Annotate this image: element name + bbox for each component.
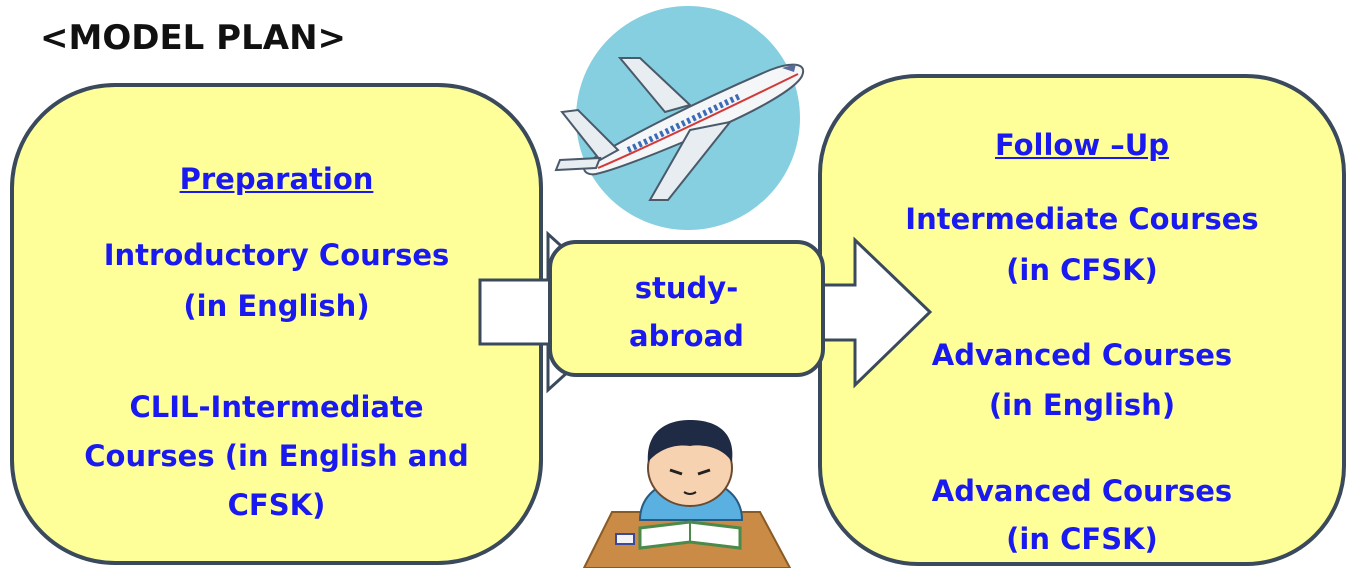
right-item1-line1: Intermediate Courses bbox=[905, 202, 1259, 236]
page-title: <MODEL PLAN> bbox=[40, 18, 347, 58]
preparation-heading: Preparation bbox=[179, 162, 374, 196]
right-item2-line2: (in English) bbox=[988, 388, 1176, 422]
middle-line1: study- bbox=[634, 271, 739, 305]
study-abroad-box bbox=[548, 240, 825, 377]
middle-line2: abroad bbox=[629, 319, 744, 353]
left-item1-line2: (in English) bbox=[183, 289, 370, 323]
right-item3-line2: (in CFSK) bbox=[1006, 522, 1158, 556]
left-item1-line1: Introductory Courses bbox=[103, 238, 450, 272]
left-item2-line2: Courses (in English and bbox=[84, 439, 469, 473]
right-item2-line1: Advanced Courses bbox=[931, 338, 1233, 372]
follow-up-heading: Follow –Up bbox=[994, 128, 1170, 162]
preparation-box bbox=[10, 83, 543, 565]
airplane-icon bbox=[554, 6, 805, 230]
left-item2-line1: CLIL-Intermediate bbox=[129, 390, 424, 424]
right-item1-line2: (in CFSK) bbox=[1006, 253, 1158, 287]
left-item2-line3: CFSK) bbox=[227, 488, 326, 522]
studying-student-icon bbox=[582, 420, 792, 568]
right-item3-line1: Advanced Courses bbox=[931, 474, 1233, 508]
